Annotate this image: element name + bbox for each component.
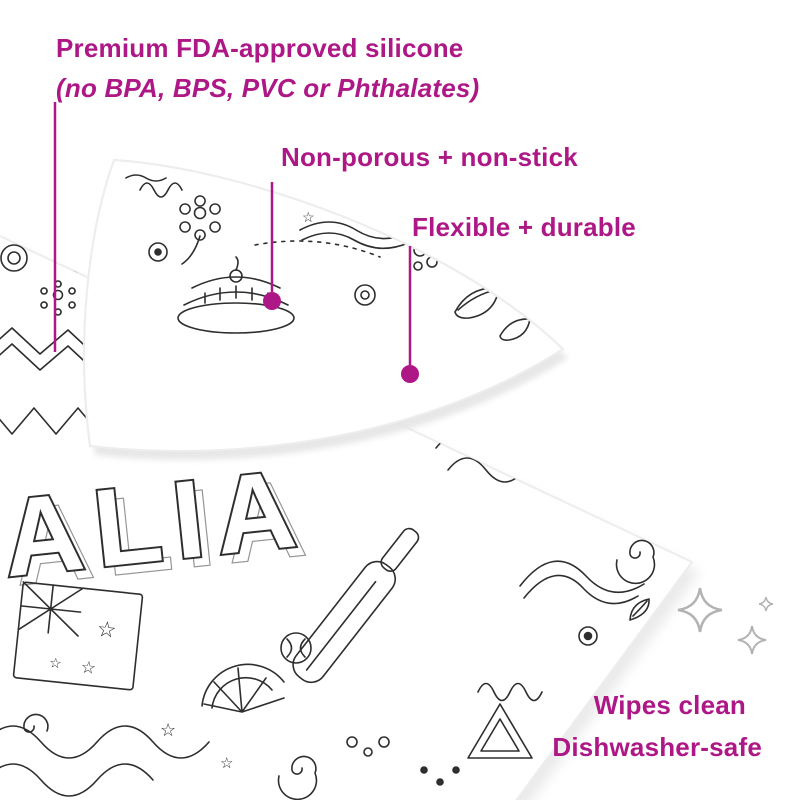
sparkles: [677, 587, 774, 655]
mat-word: ALIA: [0, 446, 313, 600]
star-doodle-icon: ☆: [96, 616, 118, 643]
sparkle-icon: [737, 625, 767, 655]
flower-doodle-icon: [179, 195, 221, 265]
annotation-premium-title: Premium FDA-approved silicone: [56, 33, 464, 63]
triangle-doodle-icon: [467, 703, 533, 759]
svg-text:☆: ☆: [48, 654, 62, 671]
annotation-premium: Premium FDA-approved silicone (no BPA, B…: [56, 28, 479, 109]
flag-doodle-icon: ☆ ☆ ☆: [12, 581, 144, 691]
annotation-dishwasher-safe: Dishwasher-safe: [552, 732, 762, 762]
cricket-bat-doodle-icon: [292, 527, 420, 684]
flower-doodle-icon: [40, 280, 76, 316]
circle-doodle-icon: [0, 244, 28, 272]
star-doodle-icon: ☆: [302, 209, 315, 225]
mat-letters: ALIA ALIA: [0, 444, 323, 610]
sparkle-icon: [758, 596, 774, 612]
svg-text:☆: ☆: [160, 720, 176, 740]
annotation-flexible: Flexible + durable: [412, 212, 636, 242]
callout-dot-flexible: [401, 365, 419, 383]
annotation-nonporous: Non-porous + non-stick: [281, 142, 578, 172]
fan-doodle-icon: [201, 663, 285, 713]
sparkle-icon: [677, 587, 723, 633]
svg-text:☆: ☆: [80, 658, 97, 678]
cake-doodle-icon: [177, 256, 295, 334]
ball-doodle-icon: [280, 632, 312, 664]
svg-text:☆: ☆: [220, 755, 233, 772]
placemat-artwork: ☆ ☆ ☆ ☆ ☆: [0, 231, 688, 800]
annotation-wipes-clean: Wipes clean: [593, 690, 746, 720]
annotation-premium-subtitle: (no BPA, BPS, PVC or Phthalates): [56, 73, 480, 104]
callout-dot-nonporous: [263, 292, 281, 310]
